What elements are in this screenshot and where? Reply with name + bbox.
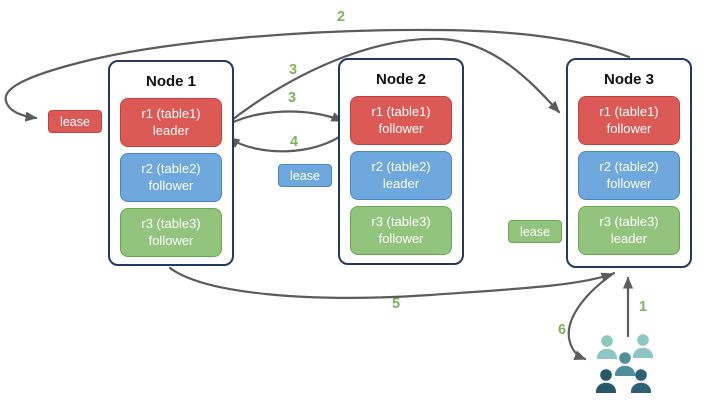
replica-name: r2 (table2)	[371, 158, 431, 174]
user-icon	[631, 369, 651, 393]
arrow-step-3-node1-to-node2	[222, 110, 344, 129]
replica-role: follower	[606, 175, 652, 191]
step-label-3a: 3	[288, 62, 298, 78]
node-2-replica-r2: r2 (table2) leader	[350, 151, 452, 200]
replica-role: follower	[378, 230, 424, 246]
lease-badge-r1: lease	[48, 110, 102, 133]
replica-role: leader	[610, 230, 648, 246]
arrow-step-2-node3-to-lease	[4, 28, 631, 122]
step-label-4: 4	[289, 134, 299, 150]
node-1-replica-r1: r1 (table1) leader	[120, 98, 222, 147]
replica-role: follower	[148, 177, 194, 193]
step-label-3b: 3	[287, 90, 297, 106]
node-3-box: Node 3 r1 (table1) follower r2 (table2) …	[566, 58, 692, 268]
user-icon	[597, 335, 617, 359]
lease-badge-r3: lease	[508, 220, 562, 243]
replica-role: leader	[152, 122, 190, 138]
node-3-replica-r3: r3 (table3) leader	[578, 206, 680, 255]
step-label-5: 5	[391, 296, 401, 312]
replica-name: r2 (table2)	[599, 158, 659, 174]
lease-badge-r2: lease	[278, 164, 332, 187]
replica-name: r2 (table2)	[141, 160, 201, 176]
node-2-replica-r3: r3 (table3) follower	[350, 206, 452, 255]
replica-name: r3 (table3)	[371, 213, 431, 229]
node-1-replica-r2: r2 (table2) follower	[120, 153, 222, 202]
replica-role: follower	[378, 120, 424, 136]
node-2-replica-r1: r1 (table1) follower	[350, 96, 452, 145]
users-group-icon	[596, 334, 653, 393]
node-3-title: Node 3	[603, 71, 654, 88]
step-label-1: 1	[638, 299, 648, 315]
replica-name: r3 (table3)	[141, 215, 201, 231]
user-icon	[596, 369, 616, 393]
arrow-step-4-node2-to-node1	[227, 131, 347, 153]
replica-role: follower	[606, 120, 652, 136]
user-icon	[633, 334, 653, 358]
node-1-box: Node 1 r1 (table1) leader r2 (table2) fo…	[108, 60, 234, 266]
node-2-box: Node 2 r1 (table1) follower r2 (table2) …	[338, 58, 464, 265]
replica-name: r1 (table1)	[371, 103, 431, 119]
step-label-6: 6	[557, 322, 567, 338]
node-1-replica-r3: r3 (table3) follower	[120, 208, 222, 257]
node-1-title: Node 1	[145, 73, 196, 90]
replica-name: r1 (table1)	[141, 105, 201, 121]
user-icon	[615, 352, 635, 376]
node-3-replica-r2: r2 (table2) follower	[578, 151, 680, 200]
arrow-step-5-node1-to-node3	[168, 266, 614, 299]
node-3-replica-r1: r1 (table1) follower	[578, 96, 680, 145]
replica-name: r1 (table1)	[599, 103, 659, 119]
replica-role: leader	[382, 175, 420, 191]
replica-name: r3 (table3)	[599, 213, 659, 229]
step-label-2: 2	[336, 9, 346, 25]
node-2-title: Node 2	[375, 71, 426, 88]
replica-role: follower	[148, 232, 194, 248]
